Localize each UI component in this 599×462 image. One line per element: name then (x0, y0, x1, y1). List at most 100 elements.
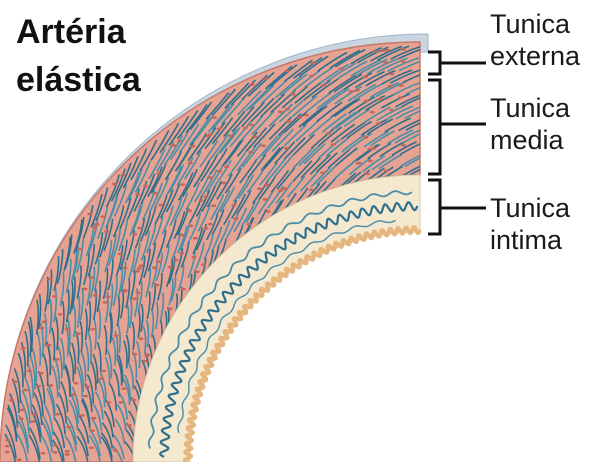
muscle-cell-nucleus (104, 230, 109, 233)
muscle-cell-nucleus (118, 253, 123, 256)
muscle-cell-nucleus (31, 413, 36, 416)
muscle-cell-nucleus (371, 147, 376, 150)
muscle-cell-nucleus (152, 266, 157, 269)
muscle-cell-nucleus (380, 49, 385, 52)
muscle-cell-nucleus (243, 127, 248, 130)
muscle-cell-nucleus (114, 334, 119, 337)
muscle-cell-nucleus (101, 370, 106, 373)
muscle-cell-nucleus (257, 187, 262, 190)
muscle-cell-nucleus (398, 96, 403, 99)
muscle-cell-nucleus (278, 189, 283, 192)
muscle-cell-nucleus (383, 61, 388, 64)
muscle-cell-nucleus (370, 111, 375, 114)
muscle-cell-nucleus (246, 223, 251, 226)
muscle-cell-nucleus (120, 174, 125, 177)
label-line: externa (490, 40, 580, 72)
muscle-cell-nucleus (92, 226, 97, 229)
muscle-cell-nucleus (135, 193, 140, 196)
muscle-cell-nucleus (89, 276, 94, 279)
muscle-cell-nucleus (364, 172, 369, 175)
muscle-cell-nucleus (36, 385, 41, 388)
muscle-cell-nucleus (156, 172, 161, 175)
title-line-2: elástica (16, 56, 141, 104)
muscle-cell-nucleus (137, 267, 142, 270)
muscle-cell-nucleus (83, 288, 88, 291)
muscle-cell-nucleus (201, 263, 206, 266)
muscle-cell-nucleus (157, 260, 162, 263)
muscle-cell-nucleus (309, 188, 314, 191)
muscle-cell-nucleus (207, 133, 212, 136)
muscle-cell-nucleus (265, 210, 270, 213)
muscle-cell-nucleus (331, 143, 336, 146)
muscle-cell-nucleus (264, 183, 269, 186)
muscle-cell-nucleus (221, 182, 226, 185)
muscle-cell-nucleus (285, 70, 290, 73)
muscle-cell-nucleus (297, 116, 302, 119)
muscle-cell-nucleus (203, 195, 208, 198)
muscle-cell-nucleus (188, 224, 193, 227)
muscle-cell-nucleus (123, 267, 128, 270)
muscle-cell-nucleus (80, 414, 85, 417)
muscle-cell-nucleus (65, 453, 70, 456)
muscle-cell-nucleus (310, 62, 315, 65)
muscle-cell-nucleus (16, 458, 21, 461)
muscle-cell-nucleus (135, 270, 140, 273)
muscle-cell-nucleus (389, 73, 394, 76)
muscle-cell-nucleus (262, 198, 267, 201)
muscle-cell-nucleus (212, 116, 217, 119)
muscle-cell-nucleus (153, 192, 158, 195)
bracket-externa (428, 52, 486, 74)
diagram-title: Artéria elástica (16, 8, 141, 104)
muscle-cell-nucleus (285, 108, 290, 111)
muscle-cell-nucleus (228, 134, 233, 137)
muscle-cell-nucleus (56, 413, 61, 416)
muscle-cell-nucleus (41, 452, 46, 455)
muscle-cell-nucleus (181, 288, 186, 291)
muscle-cell-nucleus (231, 204, 236, 207)
muscle-cell-nucleus (48, 384, 53, 387)
label-line: intima (490, 224, 570, 256)
muscle-cell-nucleus (91, 417, 96, 420)
muscle-cell-nucleus (233, 217, 238, 220)
muscle-cell-nucleus (368, 160, 373, 163)
muscle-cell-nucleus (23, 389, 28, 392)
muscle-cell-nucleus (195, 270, 200, 273)
label-tunica-intima: Tunica intima (490, 192, 570, 256)
muscle-cell-nucleus (387, 85, 392, 88)
muscle-cell-nucleus (192, 256, 197, 259)
muscle-cell-nucleus (263, 78, 268, 81)
muscle-cell-nucleus (138, 338, 143, 341)
muscle-cell-nucleus (94, 223, 99, 226)
muscle-cell-nucleus (363, 76, 368, 79)
muscle-cell-nucleus (378, 98, 383, 101)
muscle-cell-nucleus (53, 444, 58, 447)
muscle-cell-nucleus (217, 127, 222, 130)
muscle-cell-nucleus (112, 183, 117, 186)
muscle-cell-nucleus (39, 372, 44, 375)
muscle-cell-nucleus (179, 234, 184, 237)
muscle-cell-nucleus (401, 48, 406, 51)
muscle-cell-nucleus (224, 165, 229, 168)
muscle-cell-nucleus (90, 328, 95, 331)
muscle-cell-nucleus (248, 151, 253, 154)
muscle-cell-nucleus (65, 328, 70, 331)
muscle-cell-nucleus (71, 393, 76, 396)
label-tunica-externa: Tunica externa (490, 8, 580, 72)
muscle-cell-nucleus (142, 360, 147, 363)
muscle-cell-nucleus (171, 144, 176, 147)
bracket-media (428, 80, 486, 174)
muscle-cell-nucleus (208, 223, 213, 226)
muscle-cell-nucleus (286, 120, 291, 123)
muscle-cell-nucleus (309, 75, 314, 78)
muscle-cell-nucleus (399, 84, 404, 87)
muscle-cell-nucleus (364, 100, 369, 103)
muscle-cell-nucleus (20, 409, 25, 412)
muscle-cell-nucleus (249, 124, 254, 127)
muscle-cell-nucleus (58, 313, 63, 316)
muscle-cell-nucleus (12, 380, 17, 383)
muscle-cell-nucleus (190, 145, 195, 148)
muscle-cell-nucleus (261, 144, 266, 147)
label-line: media (490, 124, 570, 156)
muscle-cell-nucleus (106, 401, 111, 404)
title-line-1: Artéria (16, 8, 141, 56)
